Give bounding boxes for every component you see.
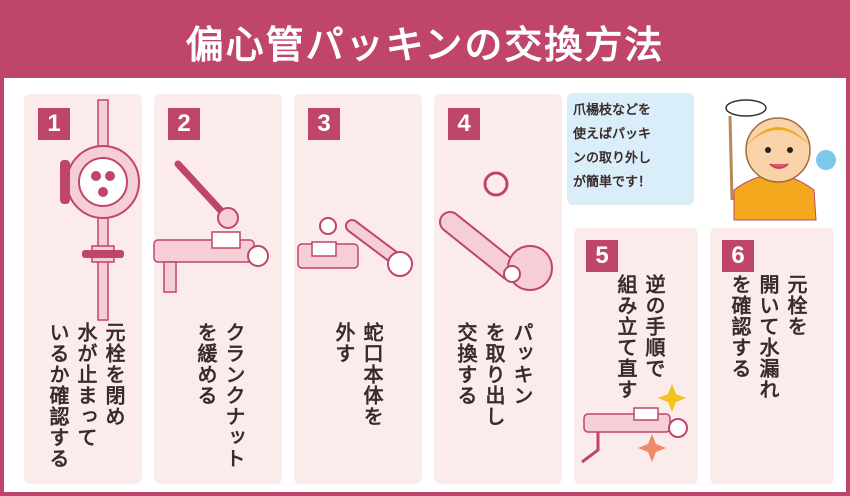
assembled-faucet-illustration (581, 384, 688, 464)
step-card-5: 5 逆の手順で 組み立て直す (574, 228, 698, 484)
step-text: 元栓を 開いて水漏れ を確認する (728, 274, 808, 400)
wrench-faucet-illustration (153, 160, 269, 293)
step-text: 元栓を閉め 水が止まって いるか確認する (46, 322, 126, 469)
water-meter-illustration (60, 99, 140, 321)
character-illustration (725, 99, 836, 221)
step-number: 2 (168, 108, 200, 140)
step-card-6: 6 元栓を 開いて水漏れ を確認する (710, 228, 834, 484)
step-text: 蛇口本体を 外す (332, 322, 384, 427)
step-text: クランクナット を緩める (194, 322, 246, 469)
step-number: 4 (448, 108, 480, 140)
page-title: 偏心管パッキンの交換方法 (185, 22, 665, 67)
step-number: 6 (722, 240, 754, 272)
step-card-3: 3 蛇口本体を 外す (294, 94, 422, 484)
packing-ring-illustration (439, 171, 553, 291)
step-card-2: 2 クランクナット を緩める (153, 94, 282, 484)
step-number: 3 (308, 108, 340, 140)
tip-text: 爪楊枝などを 使えばパッキ ンの取り外し が簡単です！ (573, 103, 652, 190)
step-number: 5 (586, 240, 618, 272)
tip-bubble: 爪楊枝などを 使えばパッキ ンの取り外し が簡単です！ (567, 93, 694, 205)
step-text: パッキン を取り出し 交換する (454, 322, 534, 427)
faucet-body-illustration (297, 217, 413, 277)
step-number: 1 (38, 108, 70, 140)
step-card-1: 1 元栓を閉め 水が止まって いるか確認する (24, 94, 142, 484)
step-text: 逆の手順で 組み立て直す (614, 274, 666, 400)
title-banner: 偏心管パッキンの交換方法 (4, 4, 846, 78)
step-card-4: 4 パッキン を取り出し 交換する (434, 94, 562, 484)
